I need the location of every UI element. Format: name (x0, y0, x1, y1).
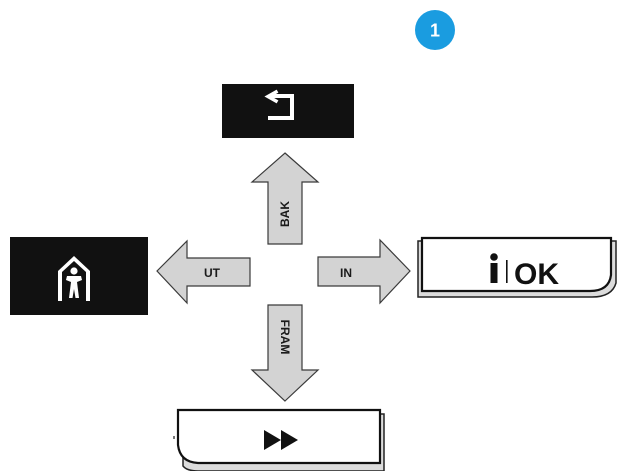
arrow-down-fram: FRAM (250, 304, 320, 402)
info-icon (490, 253, 498, 283)
double-play-icon (264, 430, 298, 450)
next-key (173, 408, 385, 471)
step-badge-circle (415, 10, 455, 50)
ok-divider (506, 260, 508, 283)
back-key-body (222, 84, 354, 138)
arrow-right-in: IN (317, 238, 411, 305)
ok-key-label: OK (514, 258, 559, 291)
next-key-frame (176, 408, 382, 465)
arrow-down-label: FRAM (278, 320, 292, 355)
arrow-up-back: BAK (250, 152, 320, 245)
home-person-icon (58, 256, 90, 301)
ok-key-frame (420, 236, 613, 293)
step-badge: 1 (415, 10, 455, 50)
arrow-left-label: UT (204, 266, 221, 280)
arrow-up-shape (250, 152, 320, 245)
arrow-right-shape (317, 238, 411, 305)
arrow-down-shape (250, 304, 320, 402)
back-key (222, 84, 354, 138)
arrow-right-label: IN (340, 266, 352, 280)
arrow-up-label: BAK (278, 201, 292, 227)
home-key (10, 237, 148, 315)
arrow-left-out: UT (156, 239, 251, 305)
next-key-tick (173, 436, 175, 439)
return-arrow-icon (264, 89, 294, 120)
arrow-left-shape (156, 239, 251, 305)
step-badge-number: 1 (430, 21, 440, 41)
ok-key: OK (417, 236, 617, 298)
